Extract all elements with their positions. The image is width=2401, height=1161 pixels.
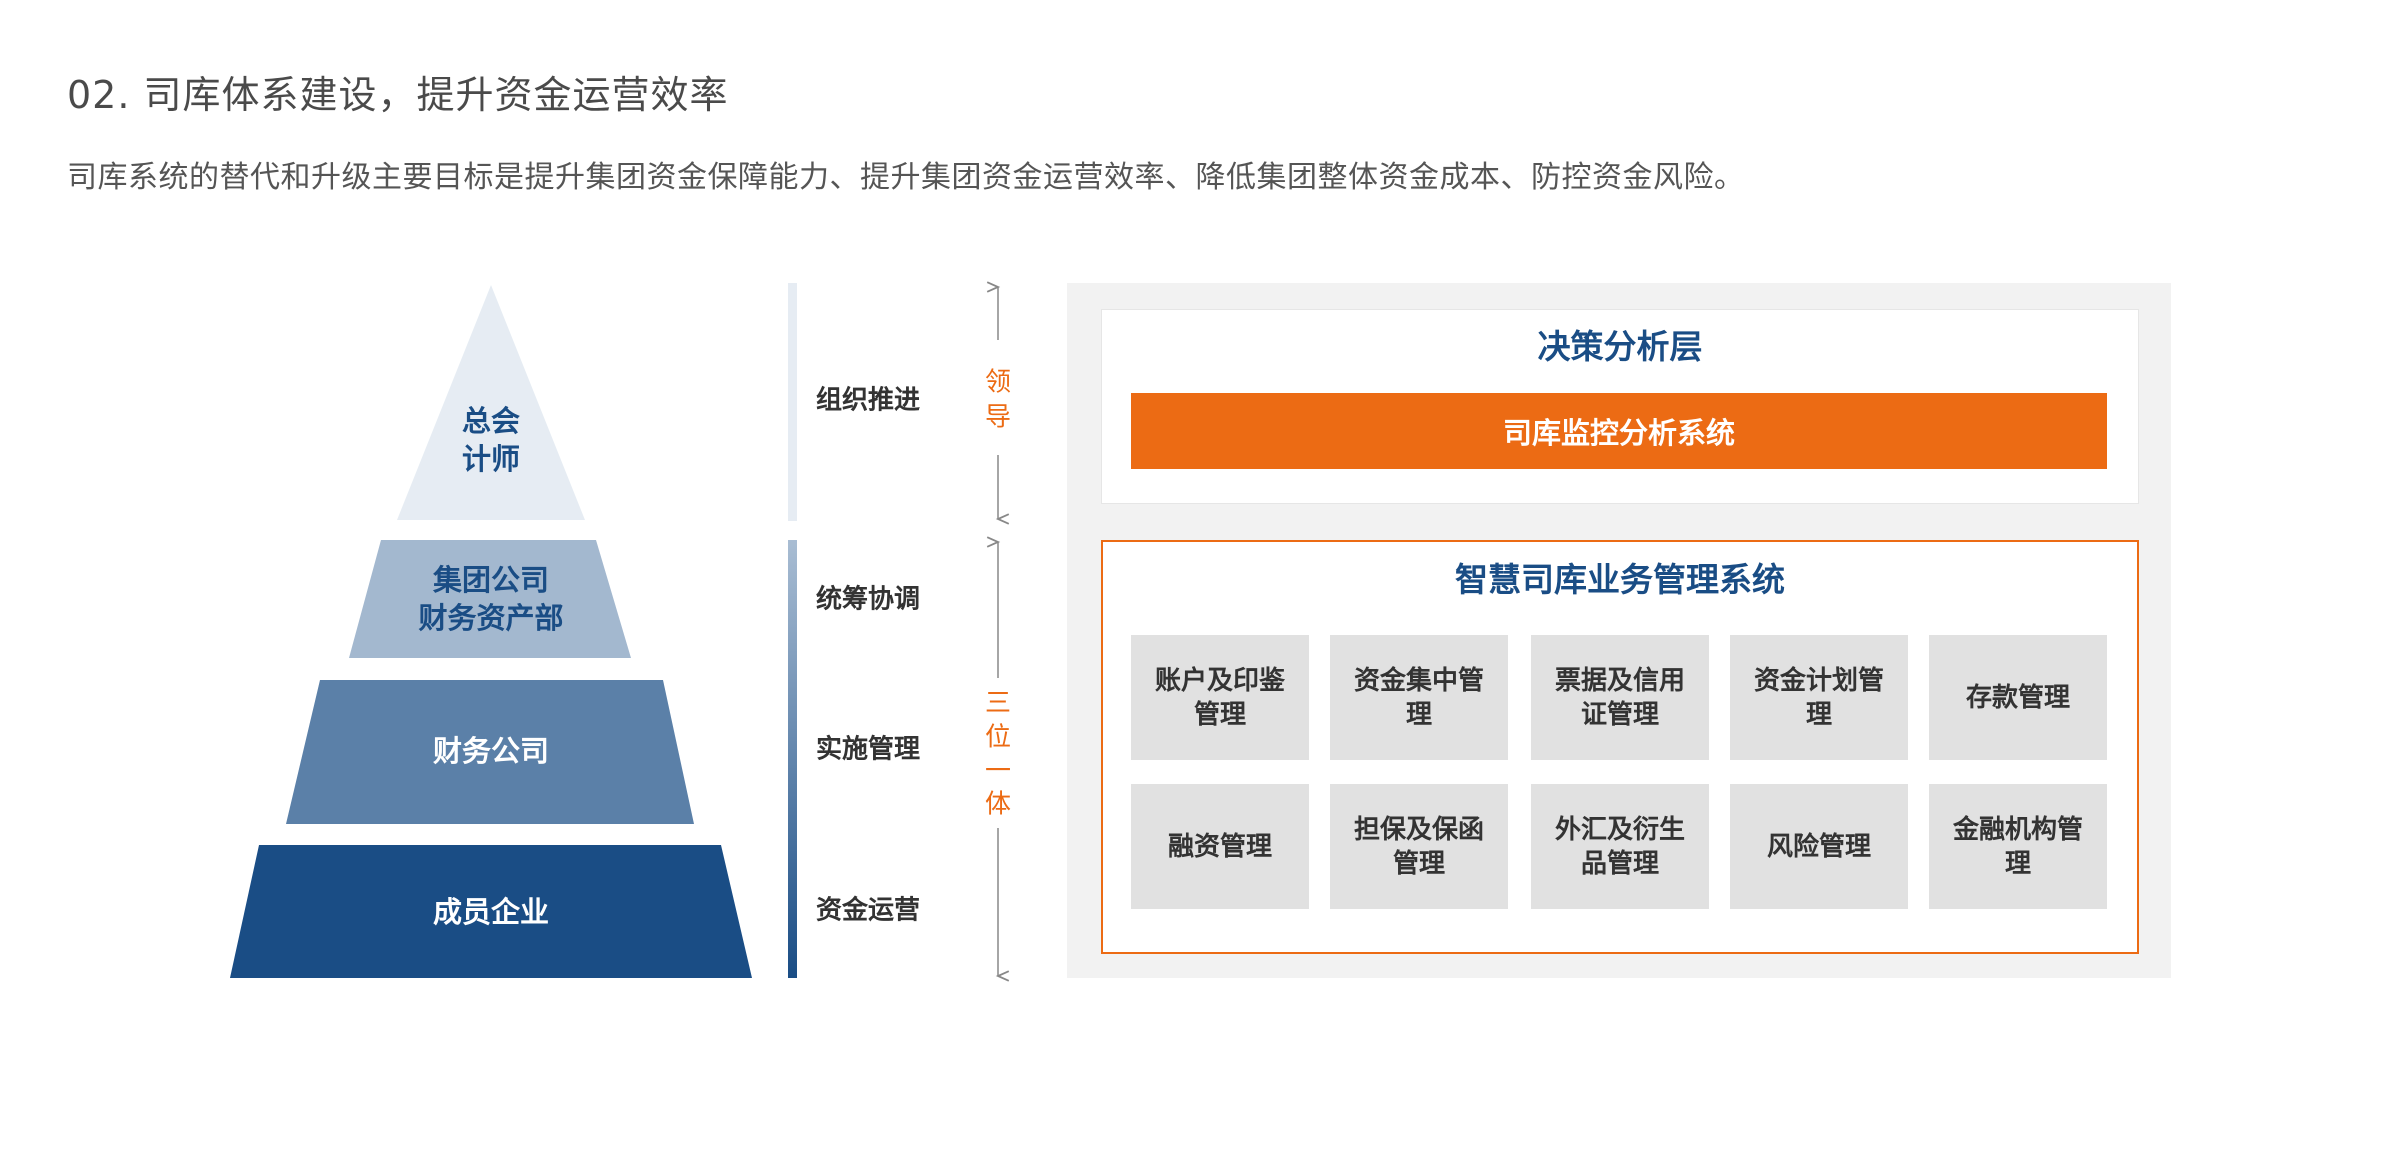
role-label-organize: 组织推进 <box>816 385 921 416</box>
trinity-label-char-2: 位 <box>984 722 1012 753</box>
trinity-label-char-1: 三 <box>984 688 1012 719</box>
module-tile: 资金计划管理 <box>1730 635 1908 760</box>
page-title: 02. 司库体系建设，提升资金运营效率 <box>67 73 729 117</box>
trinity-label-char-3: 一 <box>984 756 1012 787</box>
module-label: 票据及信用证管理 <box>1554 665 1685 730</box>
leadership-bar <box>788 283 797 521</box>
pyramid-tier-4 <box>230 845 752 978</box>
module-label: 存款管理 <box>1965 682 2070 713</box>
module-label: 账户及印鉴管理 <box>1154 665 1285 730</box>
trinity-bar <box>788 540 797 978</box>
leader-label-char-1: 领 <box>984 367 1012 398</box>
trinity-label-char-4: 体 <box>984 789 1012 820</box>
module-tile: 金融机构管理 <box>1929 784 2107 909</box>
tier-2-line1: 集团公司 <box>432 563 550 597</box>
module-tile: 存款管理 <box>1929 635 2107 760</box>
tier-1-label: 总会 计师 <box>462 402 520 478</box>
module-label: 资金集中管理 <box>1353 665 1484 730</box>
tier-2-line2: 财务资产部 <box>418 601 564 635</box>
role-label-operate: 资金运营 <box>816 895 921 926</box>
module-tile: 资金集中管理 <box>1330 635 1508 760</box>
pyramid-tier-3 <box>286 680 694 824</box>
tier-3-label: 财务公司 <box>432 734 550 768</box>
module-tile: 账户及印鉴管理 <box>1131 635 1309 760</box>
module-label: 担保及保函管理 <box>1353 814 1484 879</box>
role-label-implement: 实施管理 <box>816 734 921 765</box>
page-subtitle: 司库系统的替代和升级主要目标是提升集团资金保障能力、提升集团资金运营效率、降低集… <box>67 160 1745 195</box>
leader-label-char-2: 导 <box>984 402 1012 433</box>
module-tile: 外汇及衍生品管理 <box>1531 784 1709 909</box>
module-tile: 票据及信用证管理 <box>1531 635 1709 760</box>
monitor-analysis-system-label: 司库监控分析系统 <box>1502 416 1735 450</box>
module-label: 金融机构管理 <box>1952 814 2083 879</box>
module-label: 外汇及衍生品管理 <box>1554 814 1685 879</box>
module-tile: 担保及保函管理 <box>1330 784 1508 909</box>
tier-1-line2: 计师 <box>461 442 521 476</box>
monitor-analysis-system: 司库监控分析系统 <box>1131 393 2107 469</box>
business-layer-title: 智慧司库业务管理系统 <box>1455 560 1785 599</box>
decision-layer-title: 决策分析层 <box>1537 327 1703 366</box>
module-label: 资金计划管理 <box>1753 665 1884 730</box>
module-tile: 融资管理 <box>1131 784 1309 909</box>
pyramid-tier-1 <box>397 285 585 520</box>
pyramid-tier-2 <box>349 540 631 658</box>
tier-1-line1: 总会 <box>461 404 521 438</box>
role-label-coordinate: 统筹协调 <box>816 584 921 615</box>
module-label: 风险管理 <box>1766 831 1871 862</box>
tier-2-label: 集团公司 财务资产部 <box>418 561 563 637</box>
tier-4-label: 成员企业 <box>432 895 550 929</box>
module-label: 融资管理 <box>1167 831 1272 862</box>
module-tile: 风险管理 <box>1730 784 1908 909</box>
